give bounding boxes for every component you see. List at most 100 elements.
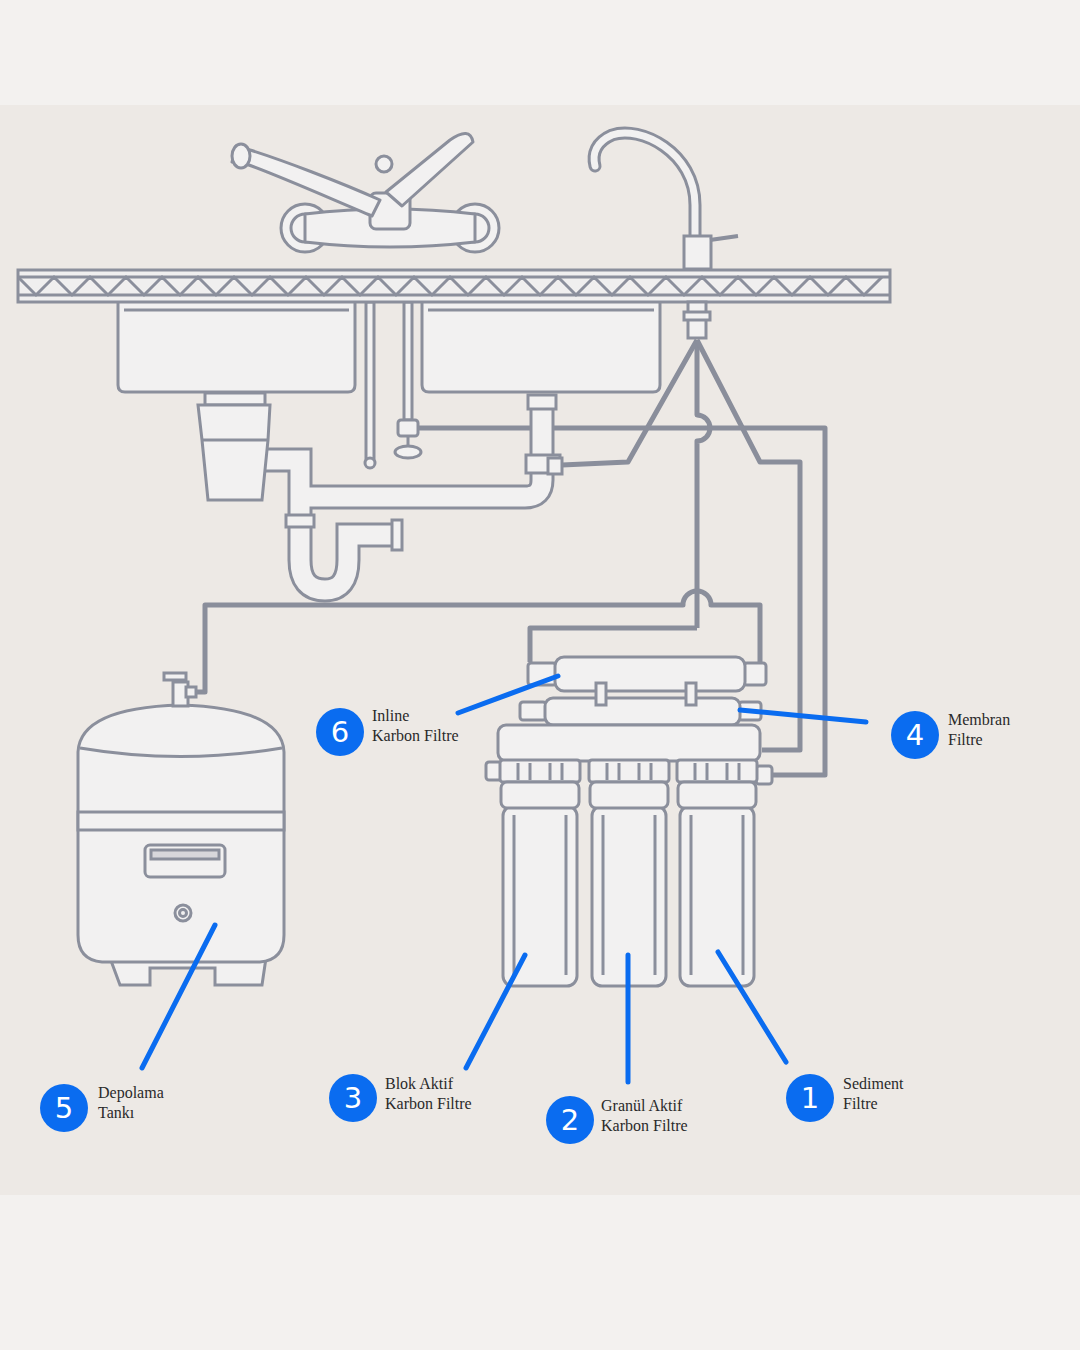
ro-unit	[680, 806, 754, 986]
callout-circle: 1Sediment Filtre	[786, 1074, 834, 1122]
drain-pipe	[286, 515, 314, 527]
ro-unit	[618, 763, 621, 780]
callout-number: 6	[316, 708, 364, 756]
ro-unit	[513, 815, 516, 975]
callout-circle-fill	[546, 1096, 594, 1144]
kitchen-faucet	[232, 146, 380, 216]
ro-unit	[520, 702, 546, 720]
ro-unit	[565, 815, 568, 975]
callout-number: 2	[546, 1096, 594, 1144]
kitchen-faucet	[232, 133, 499, 252]
ro-unit	[596, 683, 606, 705]
callout-number: 3	[329, 1074, 377, 1122]
countertop	[18, 270, 890, 302]
storage-tank	[78, 812, 284, 830]
ro-unit	[545, 698, 740, 725]
supply-line	[407, 436, 410, 446]
water-line	[195, 340, 825, 775]
ro-unit	[650, 763, 653, 780]
water-line	[195, 591, 760, 692]
ro-unit	[517, 763, 520, 780]
ro-faucet	[594, 133, 695, 240]
part-label: Granül Aktif Karbon Filtre	[601, 1096, 701, 1136]
supply-line	[366, 302, 374, 460]
leader-line	[740, 710, 866, 722]
ro-faucet	[684, 312, 710, 320]
waste-disposal	[198, 393, 270, 500]
callout-circle: 2Granül Aktif Karbon Filtre	[546, 1096, 594, 1144]
callout-number: 4	[891, 711, 939, 759]
callout-number: 5	[40, 1084, 88, 1132]
ro-unit	[606, 763, 609, 780]
callout-circle: 4Membran Filtre	[891, 711, 939, 759]
storage-tank	[175, 905, 191, 921]
ro-unit	[638, 763, 641, 780]
ro-unit	[589, 760, 669, 782]
ro-unit	[602, 815, 605, 975]
ro-unit	[549, 763, 552, 780]
supply-line	[365, 458, 375, 468]
storage-tank	[180, 910, 187, 917]
leader-line	[626, 955, 631, 1082]
storage-tank	[186, 687, 196, 697]
ro-unit	[561, 763, 564, 780]
drain-pipe	[392, 520, 402, 550]
ro-unit	[742, 815, 745, 975]
ro-faucet	[594, 133, 695, 240]
ro-unit	[677, 760, 757, 782]
callout-circle: 5Depolama Tankı	[40, 1084, 88, 1132]
kitchen-faucet	[376, 156, 392, 172]
ro-faucet	[684, 236, 711, 269]
leader-line	[142, 925, 215, 1068]
ro-unit	[503, 806, 577, 986]
sink-basin	[118, 302, 355, 392]
storage-tank	[145, 845, 225, 877]
ro-unit	[555, 657, 745, 691]
storage-tank	[78, 705, 284, 962]
ro-unit	[738, 763, 741, 780]
supply-line	[548, 458, 562, 474]
drain-pipe	[265, 400, 542, 590]
ro-faucet	[710, 236, 738, 240]
supply-line	[398, 420, 418, 436]
ro-unit	[500, 760, 580, 782]
sink-basin	[428, 309, 654, 312]
leader-line	[466, 955, 525, 1068]
ro-unit	[686, 683, 696, 705]
leader-line	[458, 676, 558, 713]
ro-unit	[501, 782, 579, 808]
waste-disposal	[202, 439, 268, 442]
ro-unit	[654, 815, 657, 975]
part-label: Membran Filtre	[948, 710, 1028, 750]
ro-unit	[726, 763, 729, 780]
waste-disposal	[198, 405, 270, 500]
countertop	[18, 277, 882, 295]
storage-tank	[164, 673, 186, 680]
part-label: Inline Karbon Filtre	[372, 706, 460, 746]
callout-circle-fill	[316, 708, 364, 756]
drain-pipe	[528, 395, 556, 409]
part-label: Blok Aktif Karbon Filtre	[385, 1074, 485, 1114]
ro-unit	[690, 815, 693, 975]
callout-circle: 3Blok Aktif Karbon Filtre	[329, 1074, 377, 1122]
ro-unit	[694, 763, 697, 780]
sink-basin	[124, 309, 349, 312]
ro-unit	[678, 782, 756, 808]
callout-number: 1	[786, 1074, 834, 1122]
ro-unit	[529, 763, 532, 780]
ro-unit	[590, 782, 668, 808]
ro-unit	[744, 663, 766, 685]
countertop	[18, 270, 890, 302]
part-label: Depolama Tankı	[98, 1083, 178, 1123]
kitchen-faucet	[386, 133, 473, 206]
ro-faucet	[594, 133, 738, 338]
ro-unit	[706, 763, 709, 780]
callout-circle: 6Inline Karbon Filtre	[316, 708, 364, 756]
callout-circle-fill	[40, 1084, 88, 1132]
sink-basin	[422, 302, 660, 392]
kitchen-faucet	[232, 144, 250, 168]
callout-circle-fill	[786, 1074, 834, 1122]
storage-tank	[78, 673, 284, 985]
